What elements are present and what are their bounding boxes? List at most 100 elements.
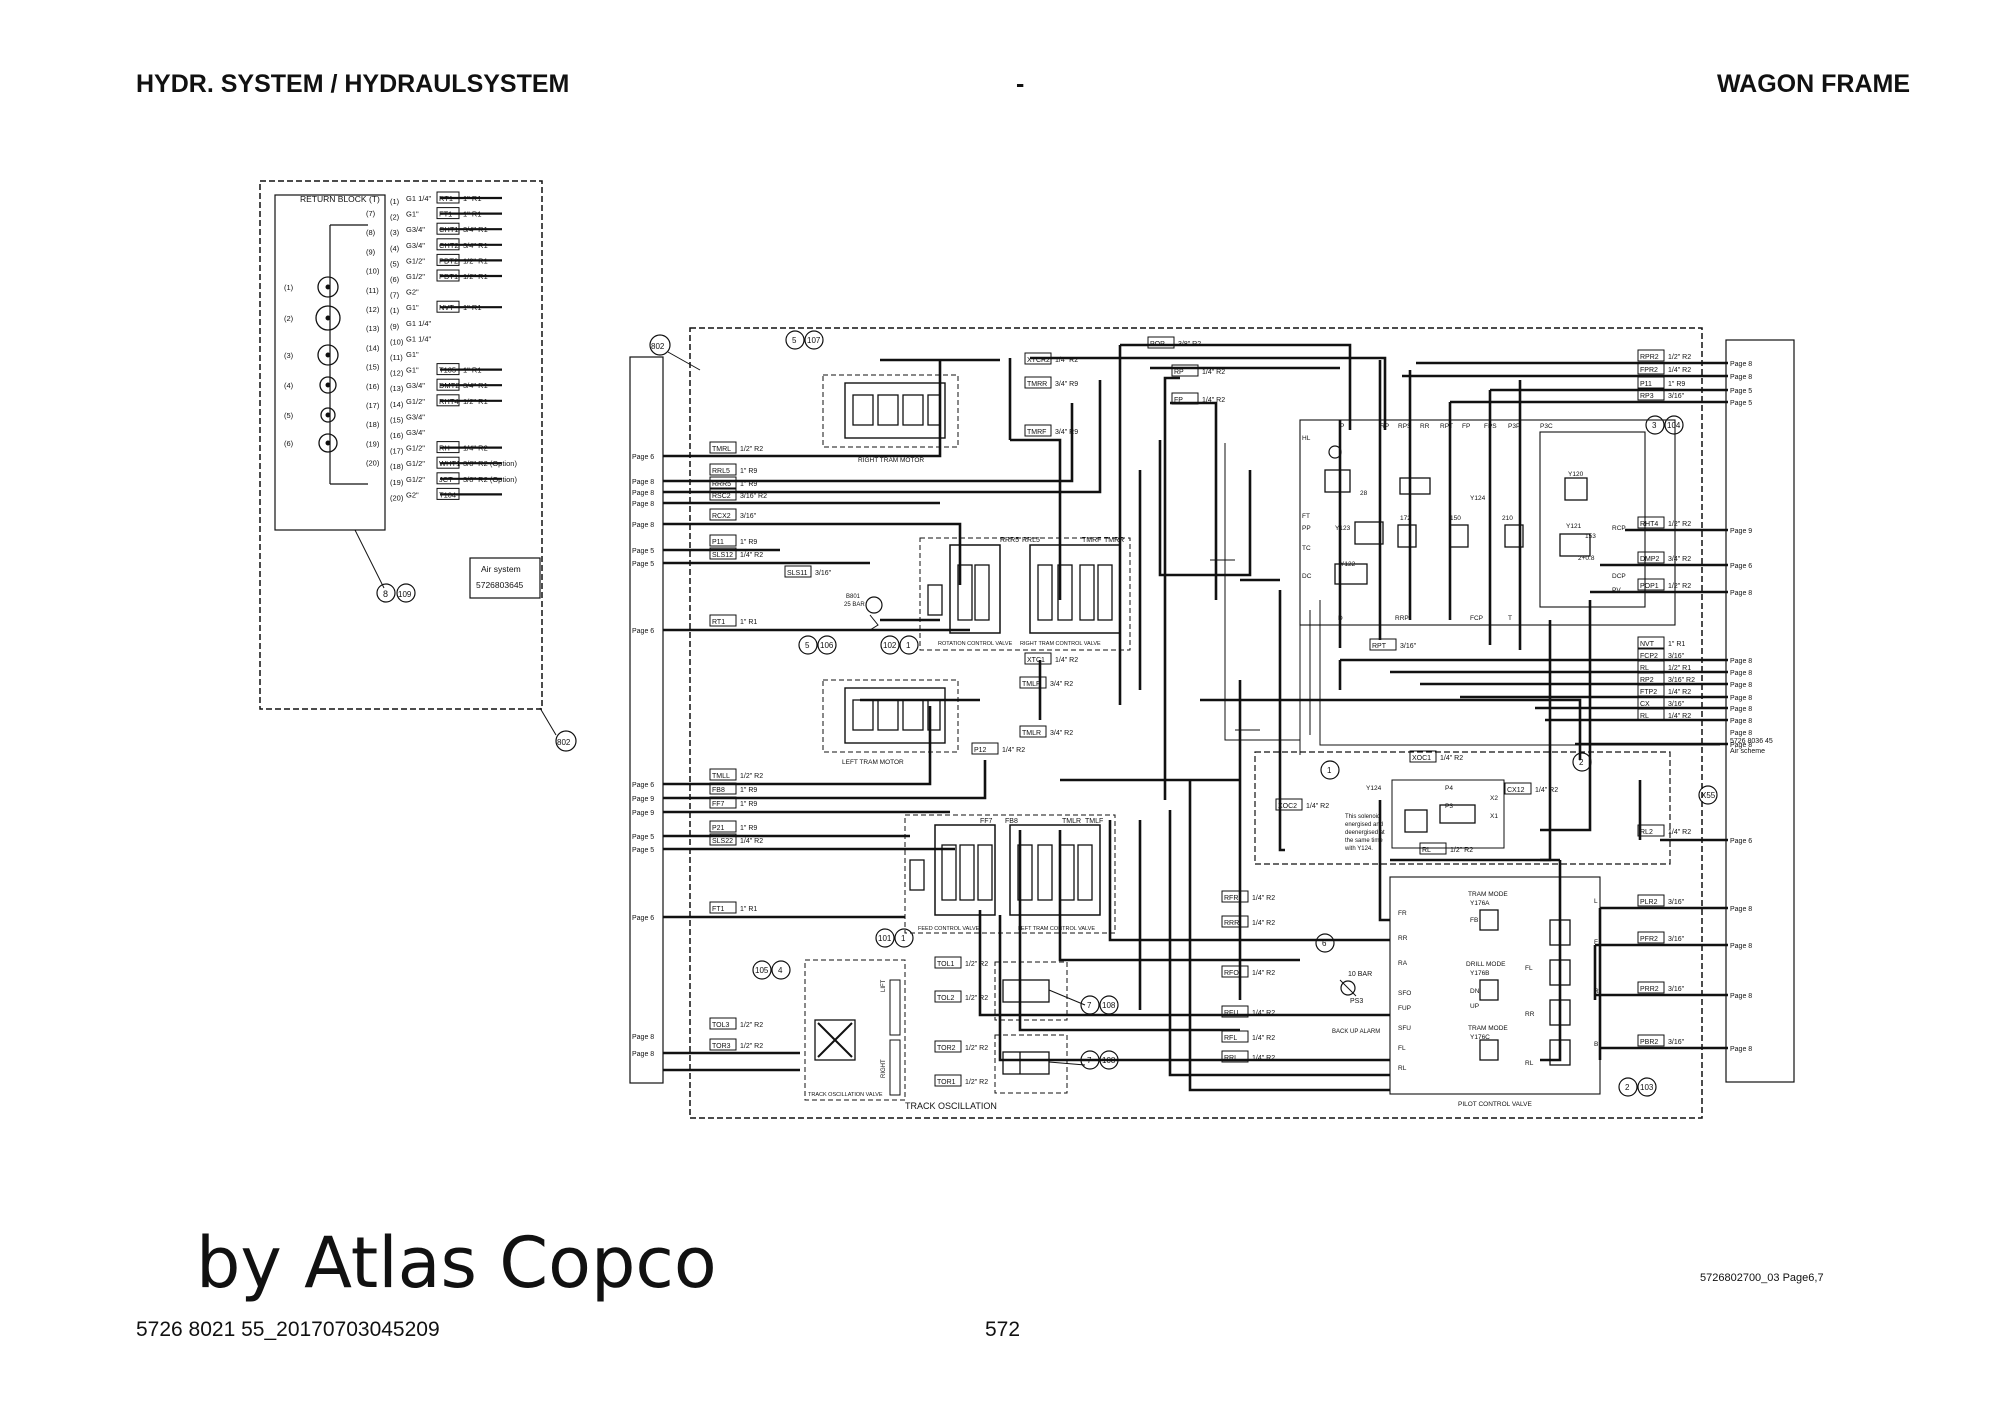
return-port-thread: G1"	[406, 303, 419, 312]
sensor-b801-label: B801	[846, 594, 861, 600]
return-inner-port: (12)	[366, 305, 380, 314]
footer-page-number: 572	[985, 1318, 1021, 1341]
hose-tag-box	[709, 547, 737, 560]
return-inner-port: (7)	[366, 209, 376, 218]
center-hose-size: 1/4" R2	[1252, 970, 1275, 977]
left-page-ref: Page 6	[632, 915, 654, 922]
hose-tag-box	[1024, 424, 1052, 437]
right-page-ref: Page 8	[1730, 374, 1752, 381]
callout-circle	[1080, 995, 1100, 1015]
left-hose-size: 1" R9	[740, 787, 757, 794]
right-tram-motor: RIGHT TRAM MOTOR	[822, 374, 959, 464]
left-page-ref: Page 8	[632, 490, 654, 497]
left-hose-tag: SLS22	[712, 838, 733, 845]
right-page-ref: Page 5	[1730, 400, 1752, 407]
return-inner-port: (19)	[366, 439, 380, 448]
return-port-number: (15)	[390, 415, 404, 424]
hose-tag-box	[1637, 578, 1665, 591]
return-left-port: (6)	[284, 439, 294, 448]
hose-tag-box	[709, 476, 737, 489]
return-left-port: (4)	[284, 381, 294, 390]
center-hose-tag: TOL2	[937, 995, 954, 1002]
valve-label-tmlf: TMLF	[1085, 818, 1103, 825]
label-port-rrp: RRP	[1395, 615, 1409, 622]
left-hose-tag: TMRL	[712, 446, 731, 453]
callout-circle	[1572, 752, 1592, 772]
return-left-port: (5)	[284, 411, 294, 420]
right-hose-size: 3/16" R2	[1668, 677, 1695, 684]
center-hose-size: 1/2" R2	[965, 961, 988, 968]
callout-number: 2	[1625, 1083, 1630, 1092]
center-hose-tag: TMRF	[1027, 429, 1046, 436]
return-port-thread: G3/4"	[406, 428, 425, 437]
hose-tag-box	[1504, 782, 1532, 795]
callout-number: 106	[820, 641, 834, 650]
left-hose-size: 1/2" R2	[740, 1022, 763, 1029]
center-hose-size: 1/2" R2	[965, 995, 988, 1002]
right-hose-size: 3/16"	[1668, 1039, 1685, 1046]
label-drill-mode: DRILL MODE	[1466, 961, 1506, 968]
return-frame-tag: 802	[557, 738, 571, 747]
valve-label-tmrf: TMRF	[1082, 537, 1101, 544]
right-hose-size: 1/2" R2	[1668, 521, 1691, 528]
main-control-block	[1299, 419, 1676, 626]
right-page-ref: Page 8	[1730, 695, 1752, 702]
center-hose-size: 3/16"	[815, 570, 832, 577]
center-hose-tag: XOC2	[1278, 803, 1297, 810]
left-page-ref: Page 6	[632, 782, 654, 789]
hose-tag-box	[709, 901, 737, 914]
return-port-number: (2)	[390, 213, 400, 222]
center-hose-tag: XOC1	[1412, 755, 1431, 762]
hose-tag-box	[709, 534, 737, 547]
label-tram-mode-a: TRAM MODE	[1468, 891, 1508, 898]
label-port-rl2: RL	[1525, 1060, 1534, 1067]
return-port-number: (6)	[390, 275, 400, 284]
right-page-ref: Page 8	[1730, 682, 1752, 689]
hose-tag-box	[1024, 376, 1052, 389]
return-inner-port: (18)	[366, 420, 380, 429]
hose-tag-box	[971, 742, 999, 755]
hose-tag-box	[1637, 981, 1665, 994]
backup-alarm-pressure: 10 BAR	[1348, 971, 1372, 978]
label-port-t: T	[1508, 615, 1512, 622]
center-hose-tag: P12	[974, 747, 987, 754]
label-y121: Y121	[1566, 523, 1582, 530]
return-port-number: (11)	[390, 353, 403, 362]
label-port-dn: DN	[1470, 988, 1480, 995]
return-port-thread: G1 1/4"	[406, 194, 432, 203]
return-left-port: (2)	[284, 314, 294, 323]
center-hose-tag: TOR1	[937, 1079, 956, 1086]
center-hose-tag: TMLR	[1022, 730, 1041, 737]
center-hose-size: 1/4" R2	[1535, 787, 1558, 794]
left-hose-size: 1" R1	[740, 906, 757, 913]
valve-label-tmrr: TMRR	[1104, 537, 1124, 544]
return-port-number: (3)	[390, 228, 400, 237]
center-hose-tag: XTC1	[1027, 657, 1045, 664]
label-port-pp: PP	[1302, 525, 1311, 532]
callout-circle	[1080, 1050, 1100, 1070]
center-hose-tag: RRR	[1224, 920, 1239, 927]
label-port-fl: FL	[1398, 1045, 1406, 1052]
right-tram-control-valve-label: RIGHT TRAM CONTROL VALVE	[1020, 641, 1101, 647]
callout-circle	[875, 928, 895, 948]
callout-circle	[894, 928, 914, 948]
callout-circle	[880, 635, 900, 655]
left-page-ref: Page 8	[632, 479, 654, 486]
sensor-25bar-label: 25 BAR	[844, 602, 865, 608]
left-hose-tag: FT1	[712, 906, 725, 913]
label-port-p3c: P3C	[1540, 423, 1553, 430]
return-inner-port: (14)	[366, 343, 380, 352]
label-port-rr2: RR	[1398, 935, 1408, 942]
label-port-fps: FPS	[1484, 423, 1497, 430]
return-port-number: (12)	[390, 369, 404, 378]
right-hose-tag: RP3	[1640, 393, 1654, 400]
callout-circle	[1099, 1050, 1119, 1070]
left-hose-tag: TMLL	[712, 773, 730, 780]
right-hose-size: 1/2" R2	[1668, 354, 1691, 361]
hose-tag-box	[1024, 652, 1052, 665]
left-page-ref: Page 5	[632, 548, 654, 555]
lift-label: LIFT	[881, 979, 887, 992]
left-page-ref: Page 8	[632, 522, 654, 529]
right-page-ref: Page 8	[1730, 993, 1752, 1000]
